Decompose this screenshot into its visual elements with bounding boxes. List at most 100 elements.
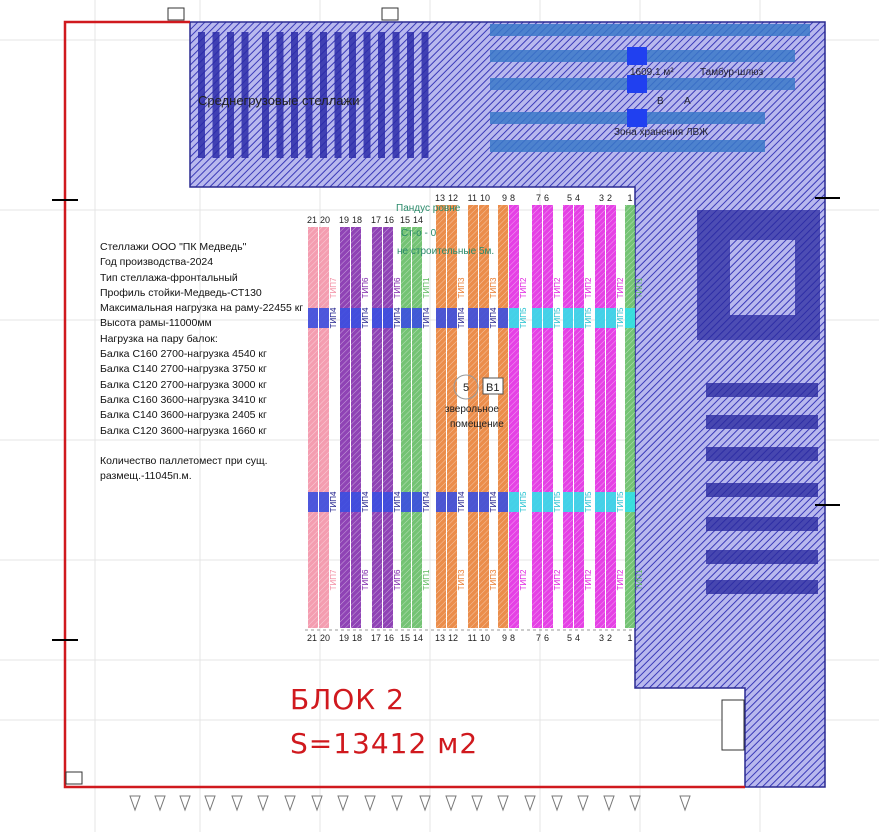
rack-type-label: ТИП1 <box>635 277 644 298</box>
spec-line: Балка С120 3600-нагрузка 1660 кг <box>100 424 267 437</box>
mid-duty-racks <box>198 32 429 158</box>
axis-label: А <box>684 96 691 107</box>
spec-line: Максимальная нагрузка на раму-22455 кг <box>100 302 304 315</box>
flammable-zone-label: Зона хранения ЛВЖ <box>614 127 709 138</box>
rack-hatch <box>351 227 361 628</box>
rack-band <box>563 492 573 512</box>
band-type-label: ТИП4 <box>489 491 498 512</box>
rack-number-bottom: 9 <box>502 633 507 643</box>
band-type-label: ТИП5 <box>553 307 562 328</box>
rack-band <box>319 492 329 512</box>
rack-type-label: ТИП2 <box>553 277 562 298</box>
rack-type-label: ТИП1 <box>635 569 644 590</box>
rack-number-bottom: 5 <box>567 633 572 643</box>
rack-number-top: 7 <box>536 193 541 203</box>
rack-type-label: ТИП2 <box>584 277 593 298</box>
rack-band <box>498 492 508 512</box>
mid-rack <box>421 32 429 158</box>
spec-line: Балка С160 2700-нагрузка 4540 кг <box>100 348 267 361</box>
mid-rack <box>407 32 414 158</box>
band-type-label: ТИП4 <box>457 491 466 512</box>
band-type-label: ТИП4 <box>489 307 498 328</box>
band-type-label: ТИП5 <box>553 491 562 512</box>
rack-hatch <box>319 227 329 628</box>
rack-number-top: 19 <box>339 215 349 225</box>
mid-rack <box>227 32 234 158</box>
rack-number-top: 2 <box>607 193 612 203</box>
axis-label: В <box>657 96 664 107</box>
rack-type-label: ТИП6 <box>361 569 370 590</box>
rack-hatch <box>606 205 616 628</box>
rack-type-label: ТИП2 <box>553 569 562 590</box>
ramp-label: Пандус ровне <box>396 203 461 214</box>
spec-line: Балка С120 2700-нагрузка 3000 кг <box>100 378 267 391</box>
rack-row <box>706 483 818 497</box>
rack-band <box>543 308 553 328</box>
rack-band <box>436 492 446 512</box>
rack-hatch <box>543 205 553 628</box>
rack-type-label: ТИП6 <box>393 569 402 590</box>
room-name: помещение <box>450 419 504 430</box>
rack-band <box>625 492 635 512</box>
band-type-label: ТИП4 <box>361 307 370 328</box>
rack-number-top: 4 <box>575 193 580 203</box>
rack-band <box>606 308 616 328</box>
mid-rack <box>305 32 313 158</box>
rack-number-bottom: 11 <box>468 633 477 643</box>
rack-band <box>412 492 422 512</box>
rack-number-top: 10 <box>480 193 490 203</box>
rack-type-label: ТИП2 <box>584 569 593 590</box>
rack-band <box>595 308 605 328</box>
band-type-label: ТИП4 <box>422 307 431 328</box>
rack-hatch <box>372 227 382 628</box>
band-type-label: ТИП5 <box>616 307 625 328</box>
rack-band <box>543 492 553 512</box>
rack-band <box>351 308 361 328</box>
mid-rack <box>262 32 269 158</box>
rack-number-bottom: 1 <box>627 633 632 643</box>
rack-band <box>401 492 411 512</box>
band-type-label: ТИП4 <box>361 491 370 512</box>
spec-line: Количество паллетомест при сущ. <box>100 455 268 468</box>
band-type-label: ТИП4 <box>393 307 402 328</box>
ramp-label: Ст-о - 0 <box>401 228 437 239</box>
rack-5: 55 <box>563 193 573 643</box>
rack-hatch <box>563 205 573 628</box>
rack-number-bottom: 17 <box>371 633 381 643</box>
rack-row <box>706 517 818 531</box>
rack-number-bottom: 2 <box>607 633 612 643</box>
room-tag-box <box>482 377 504 395</box>
rack-number-bottom: 6 <box>544 633 549 643</box>
rack-number-bottom: 21 <box>307 633 317 643</box>
rack-number-bottom: 3 <box>599 633 604 643</box>
rack-band <box>340 308 350 328</box>
hazmat-rack <box>490 140 765 152</box>
spec-line: размещ.-11045п.м. <box>100 470 192 483</box>
rack-hatch <box>468 205 478 628</box>
rack-type-label: ТИП7 <box>329 569 338 590</box>
rack-band <box>509 308 519 328</box>
dense-rack-inner <box>730 240 795 315</box>
rack-number-top: 15 <box>400 215 410 225</box>
rack-highlight <box>627 75 647 93</box>
band-type-label: ТИП4 <box>422 491 431 512</box>
rack-number-top: 17 <box>371 215 381 225</box>
spec-line: Высота рамы-11000мм <box>100 317 212 330</box>
column-markers <box>65 7 745 785</box>
rack-band <box>401 308 411 328</box>
pallet-racks: 21212020ТИП7ТИП7ТИП4ТИП419191818ТИП6ТИП6… <box>305 193 644 643</box>
mid-rack <box>320 32 327 158</box>
mid-rack <box>392 32 400 158</box>
rack-type-label: ТИП3 <box>457 277 466 298</box>
